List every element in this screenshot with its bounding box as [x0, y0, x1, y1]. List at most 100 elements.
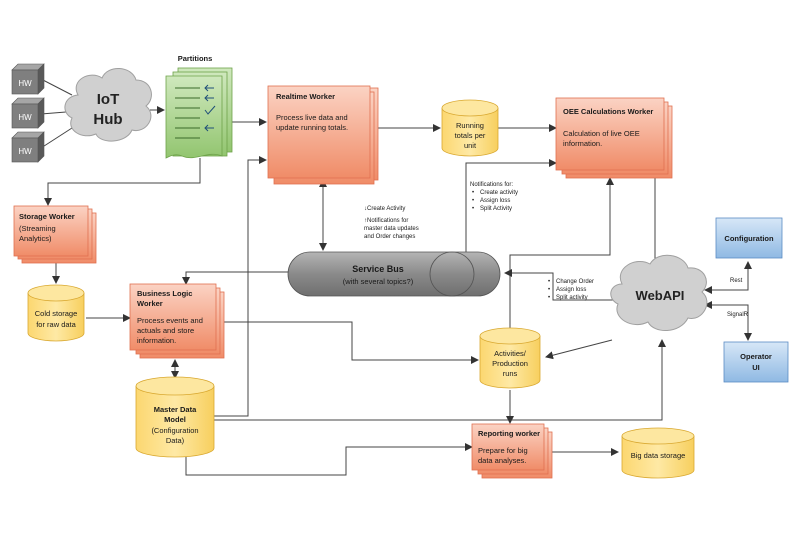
master-data-sub-2: Data)	[166, 436, 185, 445]
bullet-icon: •	[472, 190, 474, 196]
configuration-box: Configuration	[715, 217, 783, 259]
hw1-to-hub	[40, 78, 73, 96]
running-totals-label: Running	[456, 121, 484, 130]
master-data-db: Master Data Model (Configuration Data)	[135, 376, 215, 458]
notification-item: Split Activity	[480, 206, 512, 212]
master-data-sub: (Configuration	[151, 426, 198, 435]
oee-worker-title: OEE Calculations Worker	[563, 107, 653, 116]
bullet-icon: •	[548, 295, 550, 301]
oee-worker: OEE Calculations Worker Calculation of l…	[555, 97, 673, 179]
hw2-to-hub	[40, 111, 67, 115]
business-to-activities	[222, 321, 479, 364]
master-to-reporting	[185, 443, 473, 476]
bullet-icon: •	[472, 198, 474, 204]
master-to-webapi	[214, 339, 666, 421]
hw-label: HW	[18, 113, 32, 122]
storage-worker-sub-2: Analytics)	[19, 234, 52, 243]
hw-label: HW	[18, 79, 32, 88]
master-data-title: Master Data	[154, 405, 197, 414]
partitions-label: Partitions	[178, 54, 213, 63]
webapi-to-bus	[504, 269, 614, 301]
service-bus-subtitle: (with several topics?)	[343, 277, 414, 286]
cold-storage-label: Cold storage	[35, 309, 78, 318]
change-order-item: Change Order	[556, 279, 594, 285]
business-logic-desc-2: actuals and store	[137, 326, 194, 335]
running-totals-label-3: unit	[464, 141, 477, 150]
iot-hub-title-2: Hub	[93, 111, 122, 128]
service-bus: Service Bus (with several topics?)	[287, 251, 501, 297]
webapi-operator-link	[704, 301, 752, 341]
big-data-storage-label: Big data storage	[631, 451, 686, 460]
connectors	[40, 78, 752, 476]
realtime-worker-desc-2: update running totals.	[276, 123, 348, 132]
oee-worker-desc-2: information.	[563, 139, 602, 148]
bullet-icon: •	[548, 279, 550, 285]
master-data-title-2: Model	[164, 415, 186, 424]
operator-ui-label-2: UI	[752, 363, 760, 372]
note-line: ↑Notifications for	[364, 218, 408, 224]
create-activity-note: ↓Create Activity ↑Notifications for mast…	[364, 206, 419, 240]
webapi-to-activities	[545, 339, 613, 360]
change-order-item: Assign loss	[556, 287, 586, 293]
hw-label: HW	[18, 147, 32, 156]
realtime-worker: Realtime Worker Process live data and up…	[267, 85, 379, 185]
note-line: ↓Create Activity	[364, 206, 405, 212]
hw-devices: HW HW HW	[11, 63, 45, 163]
business-logic-worker: Business Logic Worker Process events and…	[129, 283, 225, 359]
bus-to-oee	[465, 159, 557, 253]
cold-storage-label-2: for raw data	[36, 320, 76, 329]
business-logic-title-2: Worker	[137, 299, 163, 308]
bullet-icon: •	[472, 206, 474, 212]
storage-worker-title: Storage Worker	[19, 212, 75, 221]
business-logic-desc: Process events and	[137, 316, 203, 325]
bus-to-business	[182, 271, 288, 285]
reporting-worker-desc-2: data analyses.	[478, 456, 526, 465]
partitions-to-storage	[44, 158, 201, 206]
iot-hub-cloud: IoT Hub	[64, 68, 152, 142]
activities-label-2: Production	[492, 359, 528, 368]
webapi-config-link	[704, 261, 752, 294]
activities-label: Activities/	[494, 349, 527, 358]
signalr-label: SignalR	[727, 312, 749, 318]
storage-worker-sub: (Streaming	[19, 224, 56, 233]
notification-item: Assign loss	[480, 198, 510, 204]
running-totals-db: Running totals per unit	[441, 99, 499, 157]
notifications-note: Notifications for: • Create activity • A…	[470, 182, 518, 212]
operator-ui-box: Operator UI	[723, 341, 789, 383]
business-logic-desc-3: information.	[137, 336, 176, 345]
realtime-worker-title: Realtime Worker	[276, 92, 335, 101]
partitions-stack: Partitions	[165, 54, 233, 159]
rest-label: Rest	[730, 278, 743, 284]
hw3-to-hub	[40, 127, 73, 149]
running-totals-label-2: totals per	[455, 131, 486, 140]
activities-label-3: runs	[503, 369, 518, 378]
change-order-note: • Change Order • Assign loss • Split act…	[548, 279, 594, 301]
hw-box: HW	[11, 63, 45, 95]
reporting-worker-title: Reporting worker	[478, 429, 540, 438]
configuration-label: Configuration	[724, 234, 774, 243]
realtime-worker-desc: Process live data and	[276, 113, 348, 122]
note-line: master data updates	[364, 226, 419, 232]
notifications-title: Notifications for:	[470, 182, 513, 188]
webapi-title: WebAPI	[636, 288, 685, 303]
service-bus-title: Service Bus	[352, 264, 404, 274]
change-order-item: Split activity	[556, 295, 588, 301]
master-to-realtime	[214, 156, 267, 417]
business-logic-title: Business Logic	[137, 289, 192, 298]
activities-to-oee	[509, 177, 614, 328]
hw-box: HW	[11, 97, 45, 129]
notification-item: Create activity	[480, 190, 518, 196]
webapi-cloud: WebAPI	[610, 254, 708, 331]
cold-storage-db: Cold storage for raw data	[27, 284, 85, 342]
note-line: and Order changes	[364, 234, 415, 240]
storage-worker: Storage Worker (Streaming Analytics)	[13, 205, 97, 264]
activities-db: Activities/ Production runs	[479, 327, 541, 389]
iot-hub-title: IoT	[97, 91, 120, 108]
operator-ui-label: Operator	[740, 352, 772, 361]
hw-box: HW	[11, 131, 45, 163]
big-data-storage-db: Big data storage	[621, 427, 695, 479]
reporting-worker-desc: Prepare for big	[478, 446, 528, 455]
bullet-icon: •	[548, 287, 550, 293]
